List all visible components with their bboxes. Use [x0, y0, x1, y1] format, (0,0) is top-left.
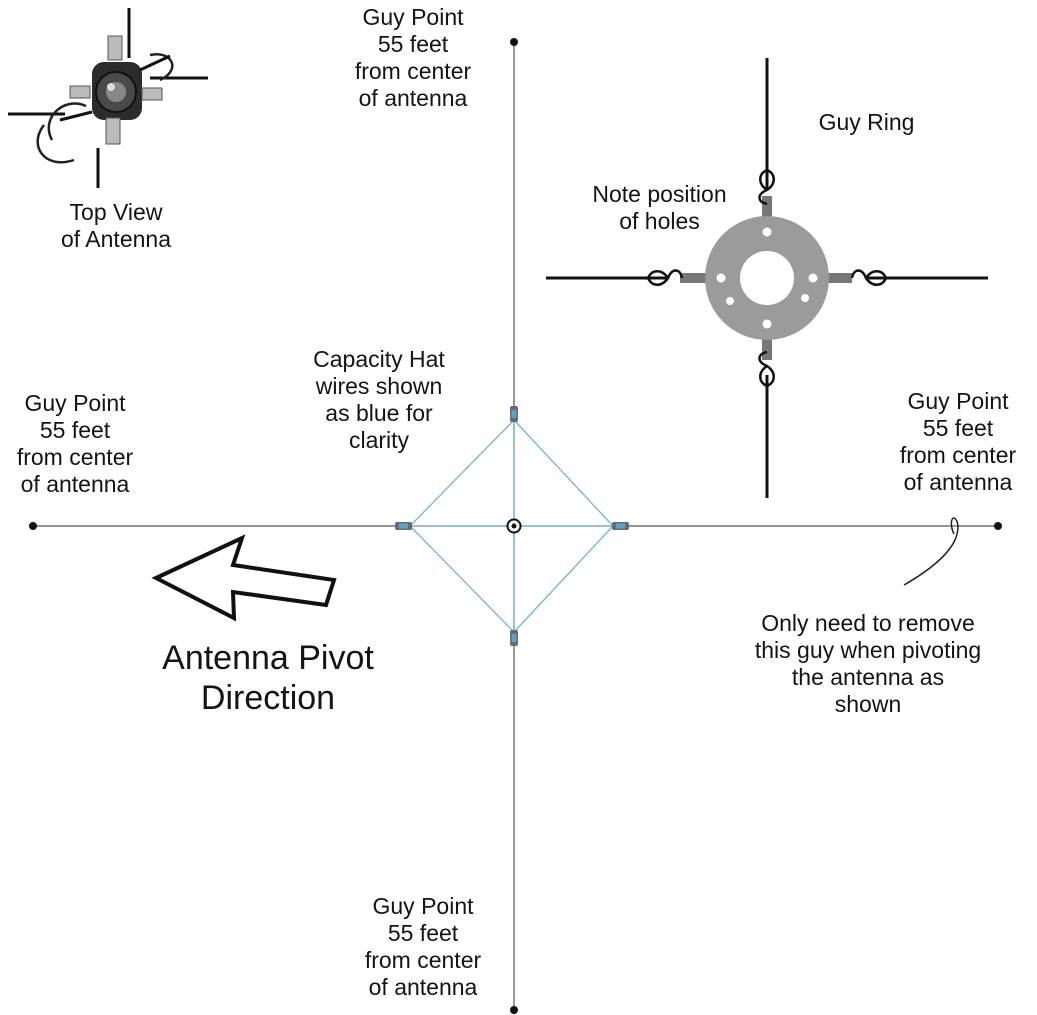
guy-point-right [994, 522, 1002, 530]
guy-ring-icon [546, 58, 988, 498]
guy-point-right-label: Guy Point 55 feet from center of antenna [899, 388, 1017, 495]
guy-point-bottom-label: Guy Point 55 feet from center of antenna [364, 893, 482, 1000]
top-view-antenna-icon [8, 8, 208, 188]
insulator-bottom [510, 630, 518, 646]
insulator-top [510, 406, 518, 422]
guy-point-left-label: Guy Point 55 feet from center of antenna [16, 390, 134, 497]
antenna-center-icon [506, 518, 522, 534]
capacity-hat-label: Capacity Hat wires shown as blue for cla… [313, 346, 445, 453]
note-holes-label: Note position of holes [592, 181, 727, 234]
guy-point-bottom [510, 1006, 518, 1014]
guy-point-top-label: Guy Point 55 feet from center of antenna [354, 4, 472, 111]
pivot-direction-arrow [151, 534, 337, 622]
insulator-left [395, 522, 412, 530]
top-view-label: Top View of Antenna [61, 199, 171, 252]
guy-point-top [510, 38, 518, 46]
guy-ring-label: Guy Ring [818, 109, 915, 135]
remove-guy-note: Only need to remove this guy when pivoti… [754, 610, 982, 717]
pivot-direction-label: Antenna Pivot Direction [162, 639, 374, 717]
guy-point-left [29, 522, 37, 530]
remove-guy-marker [903, 517, 959, 586]
insulator-right [612, 522, 629, 530]
